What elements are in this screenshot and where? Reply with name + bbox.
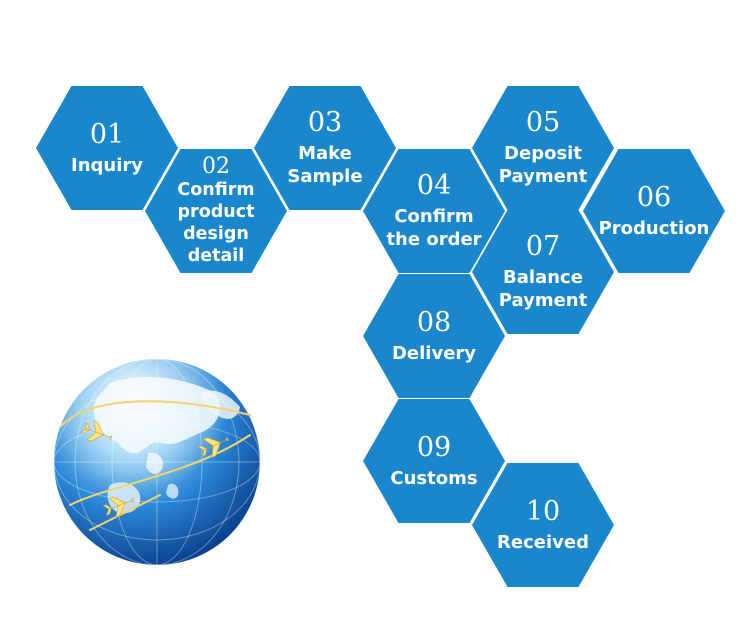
step-10-hexagon: 10 Received: [472, 463, 614, 587]
globe-icon: [54, 359, 260, 565]
step-06-label: Production: [598, 217, 710, 239]
step-05-number: 05: [525, 107, 561, 138]
step-04-label: Confirm the order: [386, 206, 482, 250]
step-09-number: 09: [416, 431, 452, 463]
step-08-label: Delivery: [391, 342, 477, 364]
airplane-icon: [102, 496, 135, 518]
step-01-hexagon: 01 Inquiry: [36, 86, 178, 210]
step-02-number: 02: [202, 154, 230, 179]
airplane-icons: [80, 420, 230, 518]
step-04-number: 04: [416, 170, 452, 201]
step-10-number: 10: [525, 495, 561, 527]
step-09-label: Customs: [390, 467, 478, 489]
step-08-hexagon: 08 Delivery: [363, 274, 505, 398]
step-07-label: Balance Payment: [498, 267, 588, 311]
step-07-number: 07: [525, 231, 561, 262]
step-08-number: 08: [416, 306, 452, 338]
step-01-number: 01: [89, 118, 125, 150]
step-06-number: 06: [636, 181, 672, 213]
step-03-number: 03: [307, 107, 343, 138]
step-02-label: Confirm product design detail: [177, 180, 255, 266]
airplane-icon: [197, 436, 230, 458]
step-10-label: Received: [497, 531, 589, 553]
globe-highlight: [54, 359, 260, 565]
airplane-icon: [80, 420, 113, 442]
step-03-label: Make Sample: [287, 143, 363, 187]
step-01-label: Inquiry: [71, 154, 143, 176]
step-05-label: Deposit Payment: [498, 143, 588, 187]
flight-paths: [59, 400, 251, 531]
step-06-hexagon: 06 Production: [583, 149, 725, 273]
step-09-hexagon: 09 Customs: [363, 399, 505, 523]
